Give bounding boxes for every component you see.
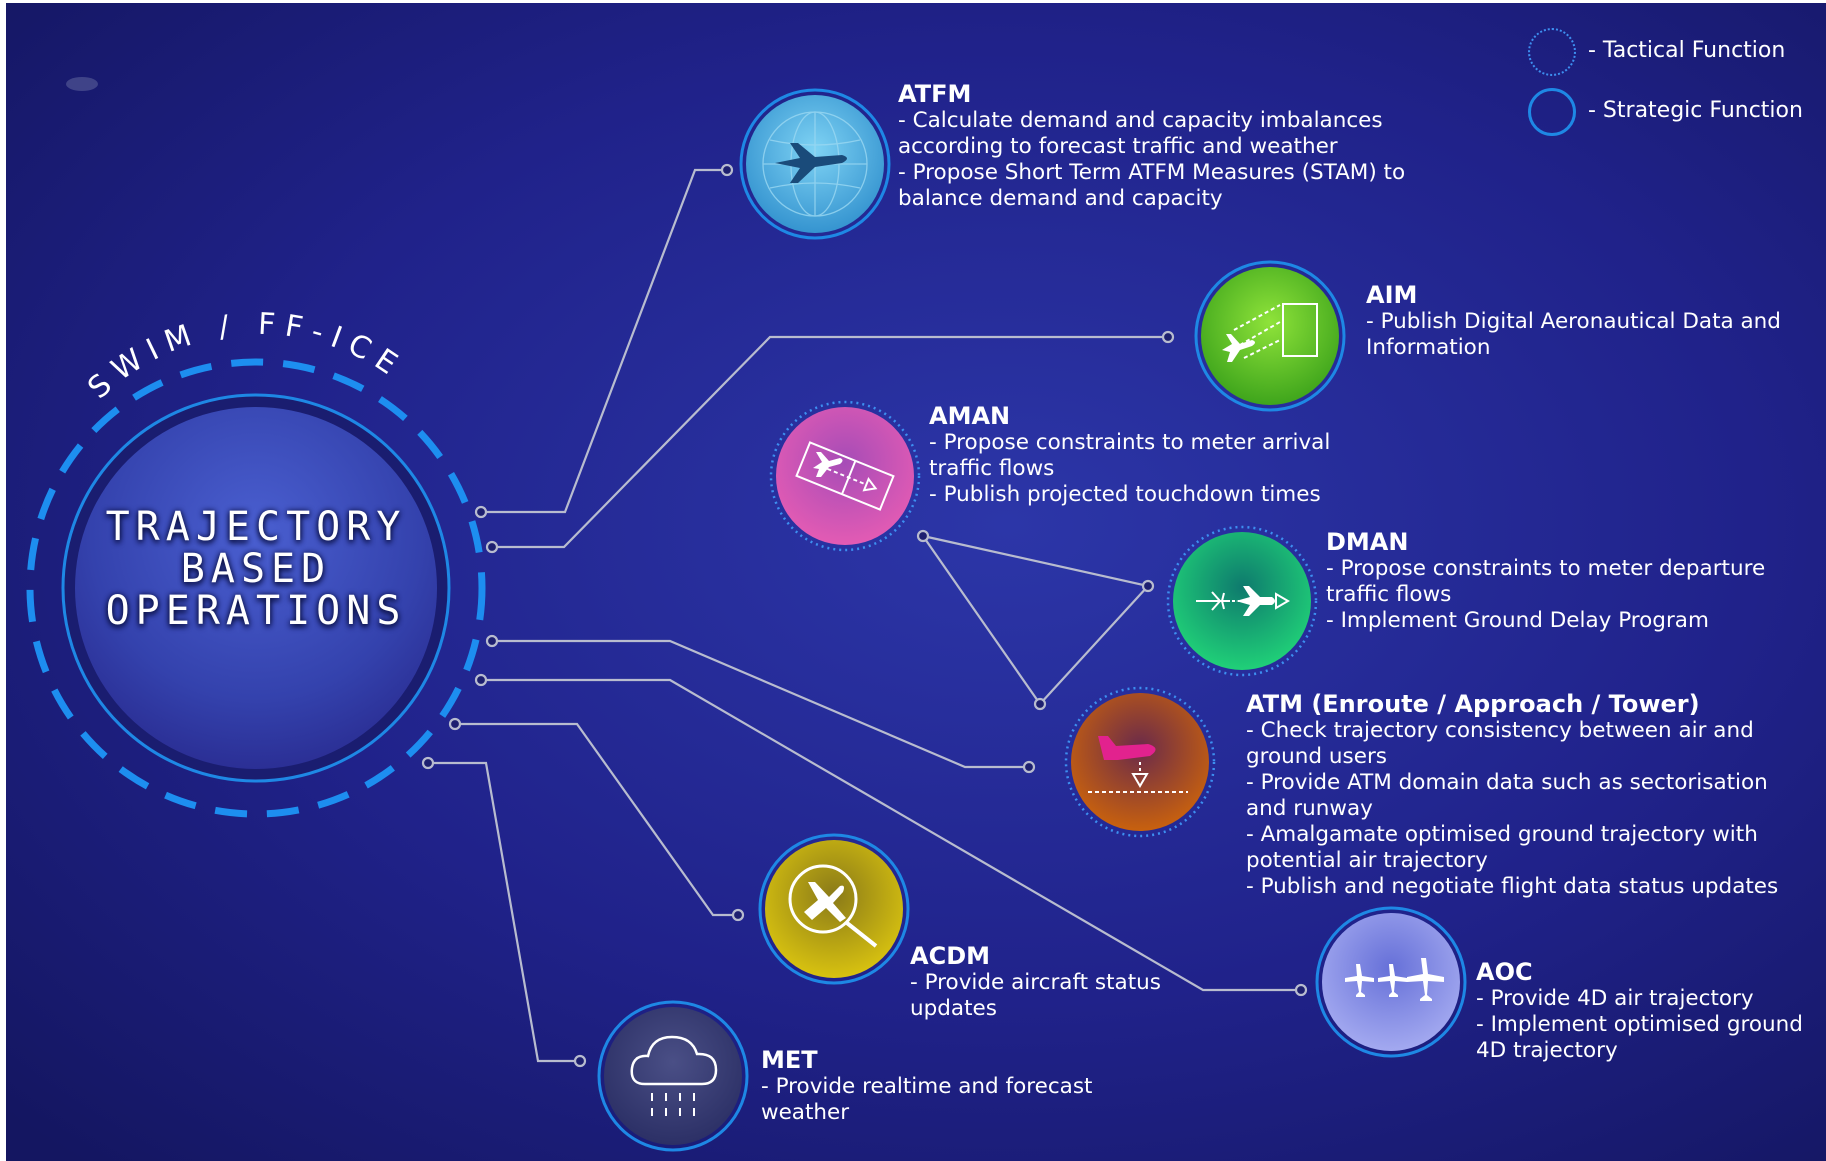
- hub-disc: [75, 407, 437, 769]
- hub-title: TRAJECTORY BASED OPERATIONS: [96, 506, 416, 632]
- strategic-legend-label: - Strategic Function: [1588, 98, 1803, 123]
- aoc-line-3: 4D trajectory: [1476, 1038, 1618, 1063]
- dman-line-3: - Implement Ground Delay Program: [1326, 608, 1709, 633]
- magnifier-icon: [788, 864, 858, 934]
- dman-node: [1166, 525, 1318, 677]
- acdm-airplane-icon: [804, 882, 846, 922]
- connector-atfm: [481, 168, 727, 514]
- aman-text: AMAN - Propose constraints to meter arri…: [929, 402, 1330, 508]
- atfm-title: ATFM: [898, 80, 972, 108]
- hub-title-line-1: TRAJECTORY: [105, 504, 407, 550]
- acdm-node: [758, 833, 910, 985]
- atm-line-6: potential air trajectory: [1246, 848, 1488, 873]
- connector-aoc: [481, 678, 1301, 992]
- connector-endpoints: [421, 163, 1308, 1068]
- airplane-icon: [775, 143, 847, 183]
- aman-title: AMAN: [929, 402, 1011, 430]
- hub-title-line-2: BASED: [180, 546, 332, 592]
- atm-line-3: - Provide ATM domain data such as sector…: [1246, 770, 1768, 795]
- fleet-icon: [1345, 958, 1444, 1001]
- aim-line-2: Information: [1366, 335, 1491, 360]
- atm-line-5: - Amalgamate optimised ground trajectory…: [1246, 822, 1758, 847]
- hub-title-line-3: OPERATIONS: [105, 588, 407, 634]
- met-title: MET: [761, 1046, 818, 1074]
- atm-title: ATM (Enroute / Approach / Tower): [1246, 690, 1700, 718]
- dman-text: DMAN - Propose constraints to meter depa…: [1326, 528, 1765, 634]
- diagram-graphics: SWIM / FF-ICE: [6, 3, 1826, 1161]
- atfm-node: [739, 88, 891, 240]
- tactical-legend-swatch: [1528, 28, 1576, 76]
- aman-airplane-icon: [813, 452, 843, 477]
- met-line-1: - Provide realtime and forecast: [761, 1074, 1093, 1099]
- connector-acdm: [455, 722, 738, 917]
- aim-node: [1194, 260, 1346, 412]
- dman-airplane-icon: [1236, 586, 1275, 616]
- aoc-line-1: - Provide 4D air trajectory: [1476, 986, 1754, 1011]
- aman-line-1: - Propose constraints to meter arrival: [929, 430, 1331, 455]
- dman-line-1: - Propose constraints to meter departure: [1326, 556, 1766, 581]
- strategic-legend-swatch: [1528, 88, 1576, 136]
- atm-line-2: ground users: [1246, 744, 1387, 769]
- atm-line-1: - Check trajectory consistency between a…: [1246, 718, 1754, 743]
- aman-node: [769, 400, 921, 552]
- acdm-text: ACDM - Provide aircraft status updates: [910, 942, 1161, 1022]
- runway-icon: [795, 441, 895, 511]
- acdm-title: ACDM: [910, 942, 990, 970]
- dman-title: DMAN: [1326, 528, 1409, 556]
- atm-line-4: and runway: [1246, 796, 1373, 821]
- aman-line-3: - Publish projected touchdown times: [929, 482, 1321, 507]
- aoc-text: AOC - Provide 4D air trajectory - Implem…: [1476, 958, 1803, 1064]
- atfm-line-2: according to forecast traffic and weathe…: [898, 134, 1338, 159]
- tactical-legend-label: - Tactical Function: [1588, 38, 1786, 63]
- data-transfer-icon: [1233, 303, 1318, 359]
- atfm-text: ATFM - Calculate demand and capacity imb…: [898, 80, 1405, 212]
- aoc-node: [1315, 906, 1467, 1058]
- atm-node: [1064, 686, 1216, 838]
- dman-line-2: traffic flows: [1326, 582, 1452, 607]
- atm-line-7: - Publish and negotiate flight data stat…: [1246, 874, 1779, 899]
- aim-airplane-icon: [1222, 334, 1255, 362]
- connector-atm: [492, 639, 1029, 769]
- atm-text: ATM (Enroute / Approach / Tower) - Check…: [1246, 690, 1778, 900]
- met-node: [597, 1000, 749, 1152]
- met-text: MET - Provide realtime and forecast weat…: [761, 1046, 1093, 1126]
- landing-path-icon: [1088, 762, 1188, 793]
- connector-aim: [492, 335, 1168, 549]
- acdm-line-1: - Provide aircraft status: [910, 970, 1161, 995]
- atfm-line-3: - Propose Short Term ATFM Measures (STAM…: [898, 160, 1406, 185]
- aim-line-1: - Publish Digital Aeronautical Data and: [1366, 309, 1781, 334]
- aoc-line-2: - Implement optimised ground: [1476, 1012, 1803, 1037]
- connector-aman-dman: [922, 534, 1149, 588]
- aim-text: AIM - Publish Digital Aeronautical Data …: [1366, 281, 1781, 361]
- atfm-line-1: - Calculate demand and capacity imbalanc…: [898, 108, 1383, 133]
- aoc-title: AOC: [1476, 958, 1533, 986]
- connector-lines: [428, 168, 1301, 1063]
- cloud-icon: [630, 1035, 718, 1086]
- rain-icon: [651, 1093, 695, 1116]
- aim-title: AIM: [1366, 281, 1418, 309]
- blurred-mark: [66, 77, 98, 91]
- connector-met: [428, 761, 580, 1063]
- acdm-line-2: updates: [910, 996, 997, 1021]
- atfm-line-4: balance demand and capacity: [898, 186, 1223, 211]
- hub-dashed-ring: [26, 358, 486, 818]
- met-line-2: weather: [761, 1100, 850, 1125]
- landing-airplane-icon: [1098, 736, 1156, 760]
- aman-line-2: traffic flows: [929, 456, 1055, 481]
